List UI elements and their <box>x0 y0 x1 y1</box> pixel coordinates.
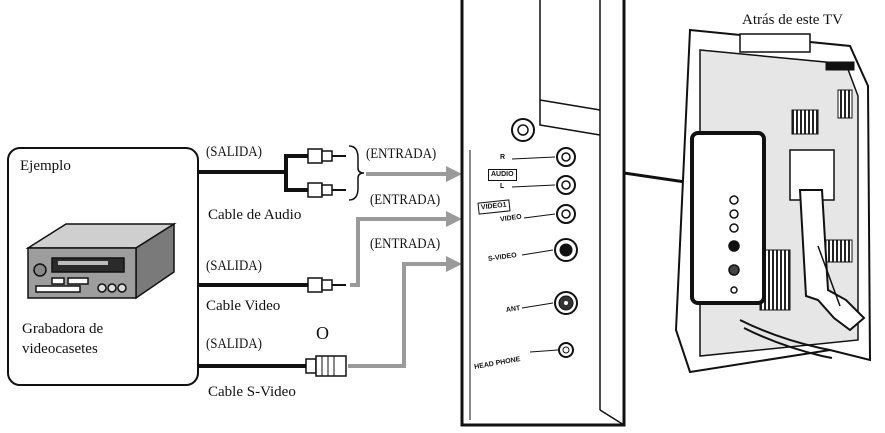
tv-back-label: Atrás de este TV <box>742 12 843 28</box>
signal-arrows <box>348 172 448 368</box>
tv-jack-panel <box>460 0 626 427</box>
vent-top <box>837 89 853 119</box>
video-cable <box>198 277 346 293</box>
vent-mid <box>791 109 819 135</box>
panel-label-l: L <box>500 183 505 190</box>
audio-cable-label: Cable de Audio <box>208 207 302 223</box>
callout-line <box>623 171 693 185</box>
svideo-salida-label: (SALIDA) <box>206 336 262 352</box>
jack-area-highlight <box>690 131 766 305</box>
audio-salida-label: (SALIDA) <box>206 144 262 160</box>
panel-label-r: R <box>500 154 506 161</box>
vcr-label-line1: Grabadora de <box>22 321 104 337</box>
vcr-label-line2: videocasetes <box>22 341 98 357</box>
video-salida-label: (SALIDA) <box>206 258 262 274</box>
audio-entrada-label: (ENTRADA) <box>366 146 437 162</box>
example-label: Ejemplo <box>20 158 71 174</box>
svideo-entrada-label: (ENTRADA) <box>370 236 441 252</box>
or-label: O <box>316 323 329 343</box>
svideo-cable <box>198 355 347 377</box>
tv-back-drawing <box>674 28 872 374</box>
panel-label-audio: AUDIO <box>488 169 517 181</box>
audio-cable <box>198 145 365 201</box>
vcr-icon <box>25 222 177 300</box>
arrow-video <box>350 217 448 287</box>
svideo-cable-label: Cable S-Video <box>208 384 296 400</box>
arrow-svideo <box>348 262 448 368</box>
video-cable-label: Cable Video <box>206 298 281 314</box>
video-entrada-label: (ENTRADA) <box>370 192 441 208</box>
